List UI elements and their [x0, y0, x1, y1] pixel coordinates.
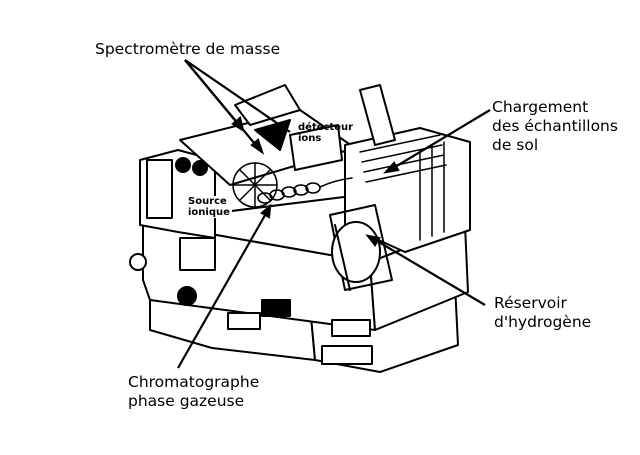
label-ion-source-line-1: Source — [188, 196, 227, 207]
arrow-hydrogen — [365, 234, 381, 247]
mass-spec-wedge — [234, 84, 301, 126]
arrow-sample-loading — [383, 161, 400, 174]
label-sample-loading-line-3: de sol — [492, 136, 539, 154]
label-ion-source-line-2: ionique — [188, 207, 230, 218]
ion-source-port-2 — [192, 160, 208, 176]
label-hydrogen-tank-line-1: Réservoir — [494, 294, 567, 312]
label-sample-loading: Chargement des échantillons de sol — [492, 98, 618, 155]
connector-panel-4 — [321, 345, 373, 365]
arrow-mass-spec-b — [250, 138, 265, 155]
label-sample-loading-line-2: des échantillons — [492, 117, 618, 135]
leader-mass-spec-c — [184, 59, 291, 133]
gc-coil — [257, 177, 353, 204]
connector-panel-2 — [261, 299, 291, 317]
connector-panel-1 — [227, 312, 261, 330]
label-ion-detector-line-2: ions — [298, 133, 322, 144]
side-knob — [129, 253, 147, 271]
leader-sample-loading — [389, 109, 491, 171]
label-gas-chromatograph-line-2: phase gazeuse — [128, 392, 245, 410]
ion-source-port-1 — [175, 157, 191, 173]
sample-rack-lid — [359, 84, 396, 146]
label-ion-detector: détecteur ions — [298, 122, 353, 144]
label-gas-chromatograph-line-1: Chromatographe — [128, 373, 260, 391]
mass-spec-cone — [254, 119, 291, 151]
label-mass-spectrometer: Spectromètre de masse — [95, 40, 281, 58]
leader-gc — [177, 209, 269, 369]
arrow-mass-spec-a — [231, 116, 245, 133]
leader-mass-spec-b — [184, 59, 261, 151]
arrow-gc — [260, 203, 272, 219]
label-ion-detector-line-1: détecteur — [298, 122, 354, 133]
leader-hydrogen — [371, 237, 486, 306]
ion-source-panel — [146, 159, 173, 219]
fan-wheel — [232, 162, 278, 208]
hydrogen-tank-globe — [331, 221, 381, 283]
ion-detector-block — [289, 124, 343, 171]
label-hydrogen-tank: Réservoir d'hydrogène — [494, 294, 591, 332]
front-port — [177, 286, 197, 306]
connector-panel-3 — [331, 319, 371, 337]
label-gas-chromatograph: Chromatographe phase gazeuse — [128, 373, 259, 411]
front-window — [179, 237, 216, 271]
hydrogen-tank-stand — [334, 224, 351, 291]
label-sample-loading-line-1: Chargement — [492, 98, 589, 116]
label-hydrogen-tank-line-2: d'hydrogène — [494, 313, 592, 331]
label-ion-source: Source ionique — [186, 196, 232, 218]
